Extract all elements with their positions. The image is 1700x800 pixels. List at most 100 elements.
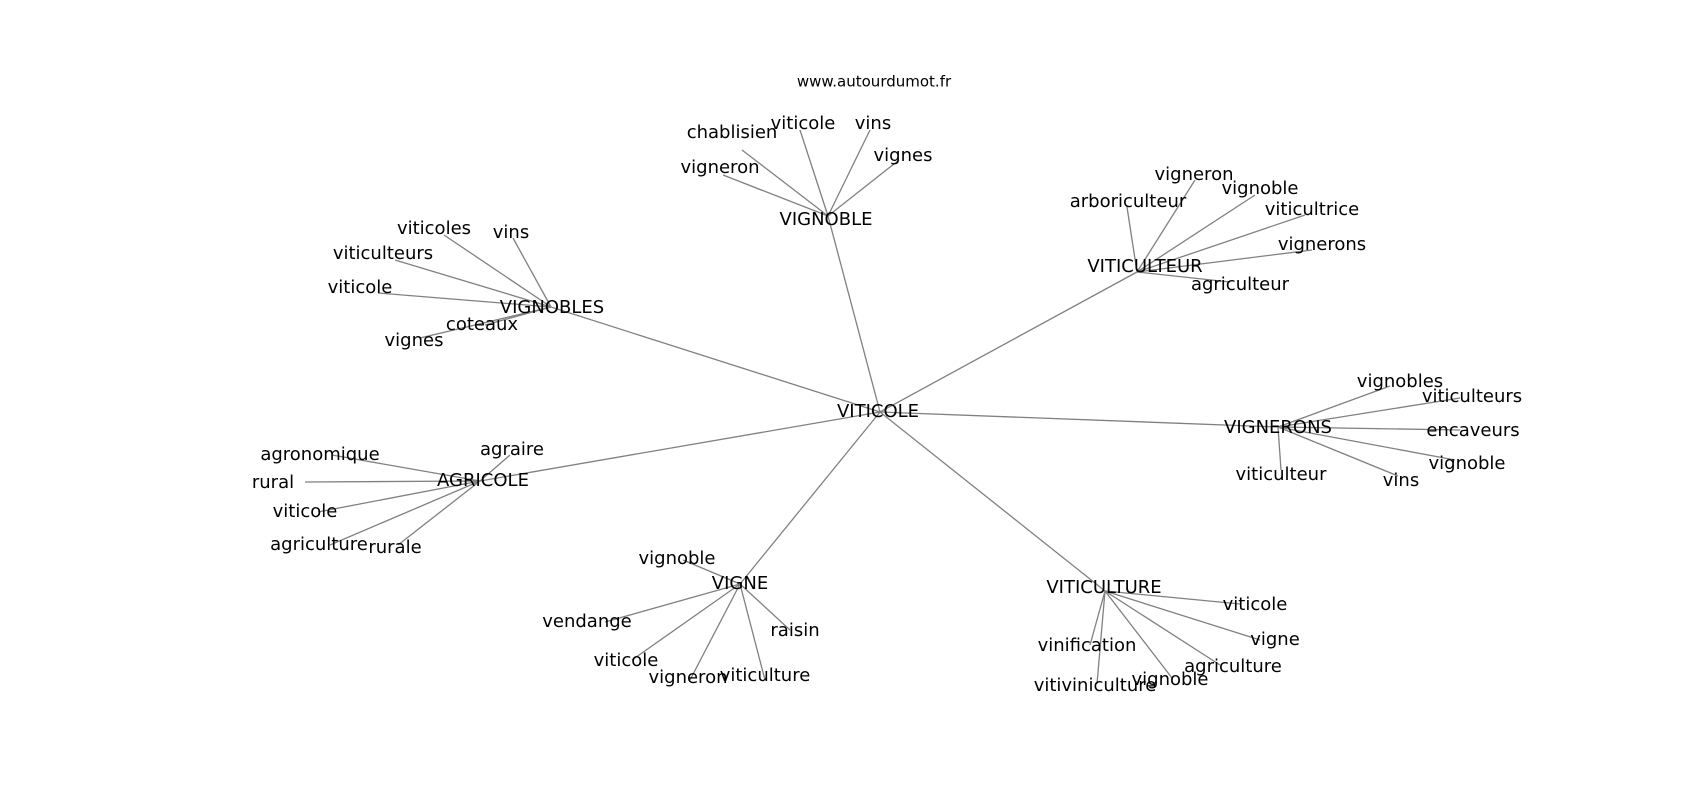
word-node[interactable]: chablisien xyxy=(687,122,778,143)
edge-root-to-cluster xyxy=(550,306,881,413)
word-node[interactable]: viticulteurs xyxy=(333,243,433,264)
word-node[interactable]: vendange xyxy=(542,611,632,632)
root-node[interactable]: VITICOLE xyxy=(837,401,919,422)
edge-cluster-to-word xyxy=(377,292,552,308)
edge-cluster-to-word xyxy=(682,559,741,585)
edge-cluster-to-word xyxy=(331,454,481,482)
word-node[interactable]: viticulteurs xyxy=(1422,386,1522,407)
edge-cluster-to-word xyxy=(397,480,481,546)
edge-cluster-to-word xyxy=(304,480,481,483)
word-node[interactable]: viticultrice xyxy=(1265,199,1359,220)
edge-cluster-to-word xyxy=(1136,214,1306,273)
word-node[interactable]: agriculteur xyxy=(1191,274,1290,295)
edge-cluster-to-word xyxy=(419,306,552,339)
edge-cluster-to-word xyxy=(799,129,829,217)
edge-cluster-to-word xyxy=(1277,426,1399,477)
edge-cluster-to-word xyxy=(604,583,741,623)
edge-cluster-to-word xyxy=(631,583,741,661)
word-node[interactable]: vignoble xyxy=(638,548,715,569)
word-node[interactable]: vins xyxy=(1383,470,1419,491)
edge-cluster-to-word xyxy=(722,174,829,217)
word-node[interactable]: viticole xyxy=(328,277,393,298)
word-node[interactable]: vigneron xyxy=(649,667,728,688)
word-node[interactable]: vignoble xyxy=(1428,453,1505,474)
edge-cluster-to-word xyxy=(1136,179,1196,273)
word-node[interactable]: vigneron xyxy=(681,157,760,178)
word-node[interactable]: raisin xyxy=(770,620,819,641)
word-node[interactable]: agronomique xyxy=(260,444,379,465)
edge-cluster-to-word xyxy=(689,583,741,681)
edge-cluster-to-word xyxy=(1136,249,1313,273)
word-node[interactable]: agriculture xyxy=(1184,656,1282,677)
word-node[interactable]: agraire xyxy=(480,439,544,460)
word-node[interactable]: vinification xyxy=(1038,635,1137,656)
cluster-node[interactable]: VIGNE xyxy=(712,573,768,594)
edge-cluster-to-word xyxy=(317,480,481,513)
edge-cluster-to-word xyxy=(1277,385,1391,428)
edge-cluster-to-word xyxy=(1277,426,1461,431)
edge-cluster-to-word xyxy=(1104,590,1221,666)
word-node[interactable]: viticulteur xyxy=(1236,464,1328,485)
word-node[interactable]: viticole xyxy=(771,113,836,134)
edge-cluster-to-word xyxy=(1089,590,1106,646)
cluster-node[interactable]: VIGNERONS xyxy=(1224,417,1332,438)
edge-cluster-to-word xyxy=(1096,590,1106,685)
edge-root-to-cluster xyxy=(479,411,881,482)
cluster-node[interactable]: VIGNOBLES xyxy=(500,297,604,318)
word-node[interactable]: arboriculteur xyxy=(1070,191,1187,212)
word-node[interactable]: vignobles xyxy=(1357,371,1443,392)
word-node[interactable]: rural xyxy=(252,472,294,493)
site-url[interactable]: www.autourdumot.fr xyxy=(797,73,952,91)
word-node[interactable]: viticole xyxy=(594,650,659,671)
word-node[interactable]: vitiviniculture xyxy=(1034,675,1157,696)
word-node[interactable]: vignoble xyxy=(1131,669,1208,690)
edge-root-to-cluster xyxy=(739,411,881,585)
word-node[interactable]: viticulture xyxy=(720,665,811,686)
edge-cluster-to-word xyxy=(827,159,900,217)
word-node[interactable]: agriculture xyxy=(270,534,368,555)
edge-cluster-to-word xyxy=(479,454,511,482)
word-node[interactable]: viticoles xyxy=(397,218,471,239)
edge-cluster-to-word xyxy=(1277,397,1461,428)
edge-cluster-to-word xyxy=(1104,590,1241,605)
cluster-node[interactable]: VITICULTURE xyxy=(1046,577,1161,598)
edge-root-to-cluster xyxy=(827,215,881,413)
edge-cluster-to-word xyxy=(394,259,552,308)
edge-cluster-to-word xyxy=(1126,206,1138,273)
edge-cluster-to-word xyxy=(1136,194,1256,273)
word-node[interactable]: viticole xyxy=(273,501,338,522)
edge-root-to-cluster xyxy=(879,271,1138,413)
word-node[interactable]: vigneron xyxy=(1155,164,1234,185)
edge-root-to-cluster xyxy=(879,411,1106,592)
edge-cluster-to-word xyxy=(1104,590,1261,641)
edge-cluster-to-word xyxy=(1136,271,1231,283)
word-node[interactable]: vignerons xyxy=(1278,234,1366,255)
cluster-node[interactable]: AGRICOLE xyxy=(437,470,529,491)
edge-cluster-to-word xyxy=(1277,426,1282,471)
word-node[interactable]: vignes xyxy=(385,330,444,351)
word-node[interactable]: coteaux xyxy=(446,314,518,335)
word-node[interactable]: vigne xyxy=(1250,629,1300,650)
edge-cluster-to-word xyxy=(1104,590,1173,679)
word-node[interactable]: vignes xyxy=(874,145,933,166)
word-node[interactable]: encaveurs xyxy=(1426,420,1519,441)
word-node[interactable]: vins xyxy=(855,113,891,134)
word-node[interactable]: rurale xyxy=(368,537,421,558)
edge-cluster-to-word xyxy=(443,234,552,308)
word-node[interactable]: vins xyxy=(493,222,529,243)
word-node[interactable]: vignoble xyxy=(1221,178,1298,199)
edge-cluster-to-word xyxy=(741,149,829,217)
word-node[interactable]: viticole xyxy=(1223,594,1288,615)
cluster-node[interactable]: VIGNOBLE xyxy=(780,209,873,230)
edge-cluster-to-word xyxy=(512,237,552,308)
cluster-node[interactable]: VITICULTEUR xyxy=(1087,256,1202,277)
graph-edges xyxy=(304,129,1461,685)
edge-cluster-to-word xyxy=(1277,426,1456,461)
edge-cluster-to-word xyxy=(827,129,871,217)
edge-root-to-cluster xyxy=(879,411,1279,428)
edge-cluster-to-word xyxy=(739,583,766,681)
edge-cluster-to-word xyxy=(329,480,481,546)
edge-cluster-to-word xyxy=(739,583,791,631)
